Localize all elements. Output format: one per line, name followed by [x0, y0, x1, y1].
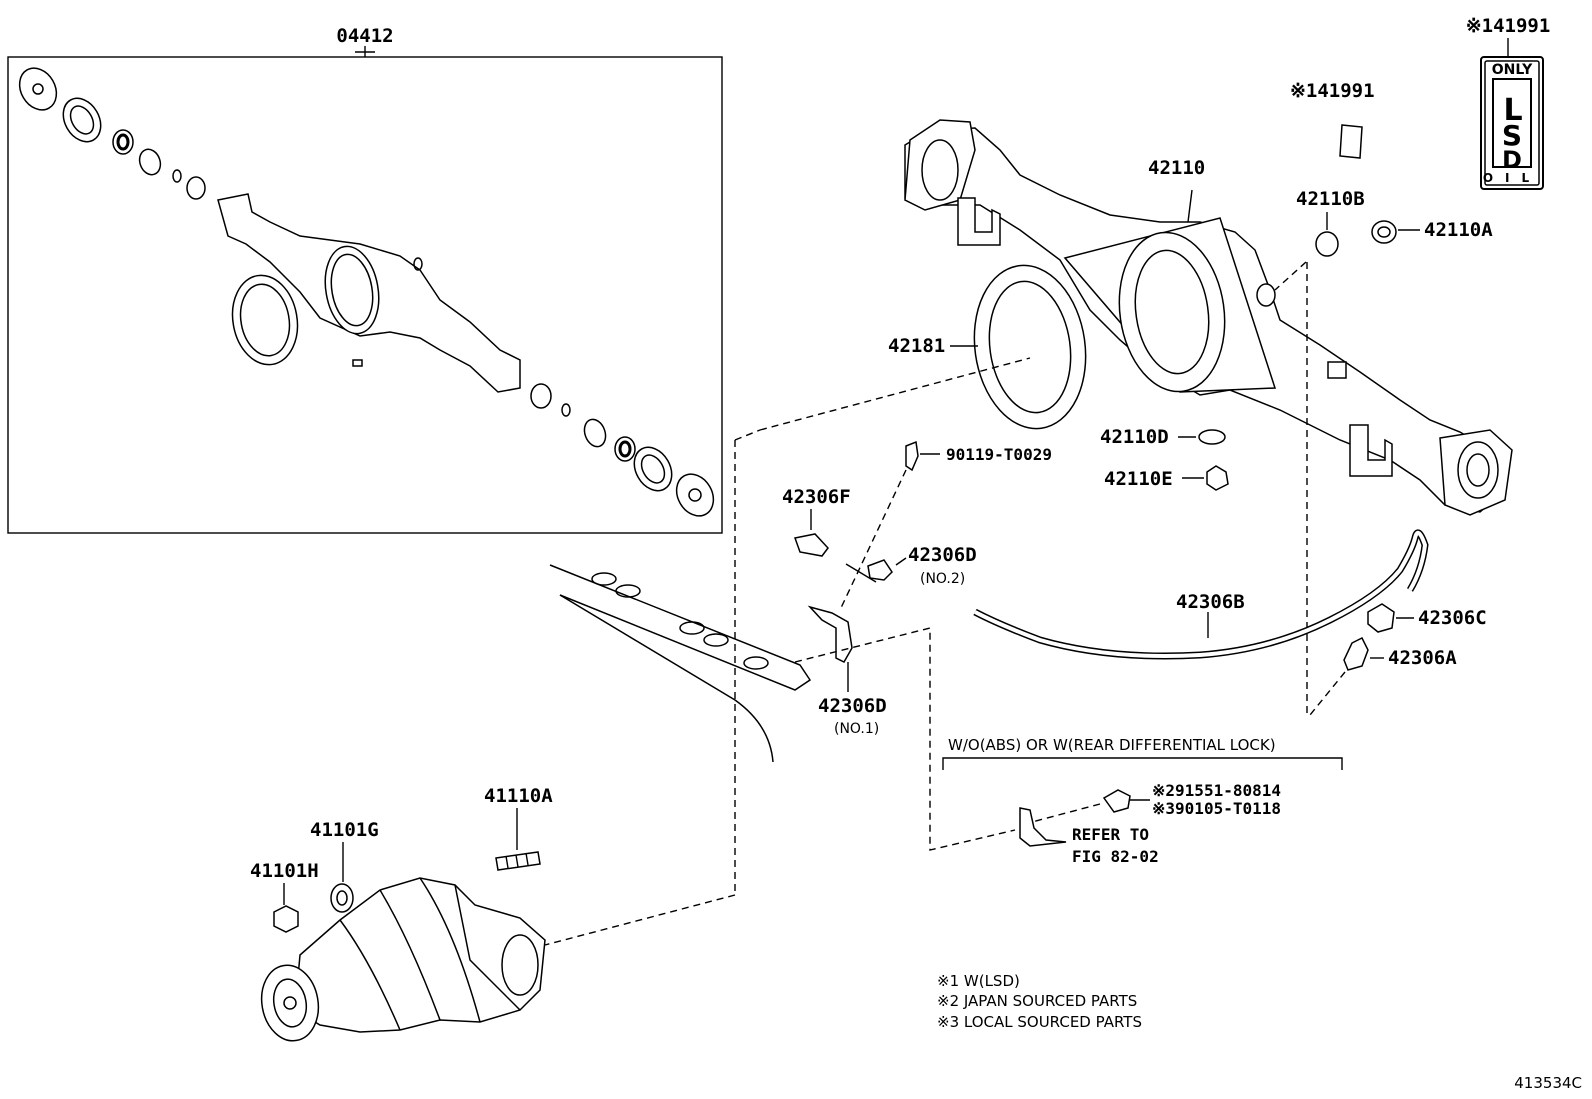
washer-41101G[interactable] — [330, 883, 354, 913]
part-label-42110E[interactable]: 42110E — [1104, 468, 1173, 490]
oil-seal-right — [614, 436, 636, 462]
oil-seal-left — [112, 129, 134, 155]
part-sublabel-no2: (NO.2) — [920, 571, 965, 587]
plug-42110A[interactable] — [1371, 220, 1397, 244]
part-label-41101H[interactable]: 41101H — [250, 860, 319, 882]
refer-to-text: REFER TO — [1072, 825, 1149, 844]
part-label-42306A[interactable]: 42306A — [1388, 647, 1457, 669]
footnote-3: ※3 LOCAL SOURCED PARTS — [937, 1013, 1142, 1031]
badge-letter-l: L — [1503, 93, 1522, 128]
part-label-42306C[interactable]: 42306C — [1418, 607, 1487, 629]
bolt-90119[interactable] — [905, 440, 919, 472]
bracket-tab — [1327, 361, 1347, 379]
bearing-left — [186, 176, 206, 200]
part-label-42110B[interactable]: 42110B — [1296, 188, 1365, 210]
part-label-141991-badge[interactable]: ※141991 — [1466, 15, 1551, 37]
part-label-42110A[interactable]: 42110A — [1424, 219, 1493, 241]
plate-gasket-right — [675, 473, 715, 517]
part-label-42110[interactable]: 42110 — [1148, 157, 1205, 179]
part-label-42306D-no1[interactable]: 42306D — [818, 695, 887, 717]
bracket-refer — [1019, 807, 1067, 847]
condition-box: W/O(ABS) OR W(REAR DIFFERENTIAL LOCK) ※2… — [942, 736, 1343, 866]
part-label-42306D-no2[interactable]: 42306D — [908, 544, 977, 566]
spring-bracket-left — [957, 197, 1001, 246]
badge-bottom-text: OIL — [1483, 171, 1541, 185]
plug-small — [413, 257, 423, 271]
carrier-gasket-inner — [324, 245, 380, 335]
part-label-42306F[interactable]: 42306F — [782, 486, 851, 508]
part-label-90105[interactable]: ※390105-T0118 — [1152, 799, 1281, 818]
carrier-opening — [1118, 231, 1226, 393]
snap-ring-left — [172, 169, 182, 183]
badge-letters: L — [1503, 93, 1522, 128]
badge-letter-s: S — [1502, 119, 1522, 152]
badge-top-text: ONLY — [1492, 62, 1533, 78]
footnote-2: ※2 JAPAN SOURCED PARTS — [937, 992, 1137, 1010]
lsd-oil-badge: ※141991 ONLY L S D OIL — [1466, 15, 1551, 190]
snap-ring-right — [561, 403, 571, 417]
pin-small — [352, 359, 363, 367]
breather-42306A[interactable] — [1343, 636, 1369, 671]
part-label-91551[interactable]: ※291551-80814 — [1152, 781, 1281, 800]
spring-bracket-right — [1349, 424, 1393, 477]
part-label-41110A[interactable]: 41110A — [484, 785, 553, 807]
part-label-141991-plate[interactable]: ※141991 — [1290, 80, 1375, 102]
part-label-42110D[interactable]: 42110D — [1100, 426, 1169, 448]
bolt-91551[interactable] — [1102, 789, 1131, 813]
stud-41110A[interactable] — [495, 851, 541, 871]
refer-fig-link[interactable]: FIG 82-02 — [1072, 847, 1159, 866]
part-sublabel-no1: (NO.1) — [834, 721, 879, 737]
plug-42110B[interactable] — [1315, 231, 1339, 257]
axle-housing-group — [904, 119, 1513, 516]
plate-gasket-left — [18, 67, 58, 111]
badge-letter-d: D — [1502, 146, 1522, 174]
frame-rail — [549, 564, 812, 763]
oil-seal-ring-left — [62, 97, 102, 143]
footnote-1: ※1 W(LSD) — [937, 972, 1020, 990]
right-flange — [1439, 429, 1513, 516]
o-ring-left — [138, 148, 162, 176]
condition-label: W/O(ABS) OR W(REAR DIFFERENTIAL LOCK) — [948, 736, 1276, 754]
washer-42110D[interactable] — [1198, 429, 1226, 445]
bracket-42306D-no1[interactable] — [807, 605, 853, 663]
part-label-04412[interactable]: 04412 — [336, 25, 393, 47]
breather-boss — [1256, 283, 1276, 307]
part-label-42306B[interactable]: 42306B — [1176, 591, 1245, 613]
bearing-right — [530, 383, 552, 409]
figure-code: 413534C — [1514, 1074, 1582, 1092]
o-ring-right — [583, 418, 607, 448]
clamp-42306C[interactable] — [1367, 603, 1395, 633]
part-label-42181[interactable]: 42181 — [888, 335, 945, 357]
part-label-41101G[interactable]: 41101G — [310, 819, 379, 841]
left-flange — [904, 119, 976, 211]
union-42306F[interactable] — [794, 533, 829, 557]
gasket-kit-group: 04412 — [7, 25, 723, 534]
plug-42110E[interactable] — [1206, 465, 1229, 491]
nut-41101H[interactable] — [273, 905, 299, 933]
lsd-label-plate[interactable] — [1339, 124, 1363, 159]
part-label-90119[interactable]: 90119-T0029 — [946, 445, 1052, 464]
housing-gasket — [217, 193, 521, 393]
differential-carrier — [260, 877, 546, 1042]
clip-42306D-no2[interactable] — [867, 559, 893, 581]
